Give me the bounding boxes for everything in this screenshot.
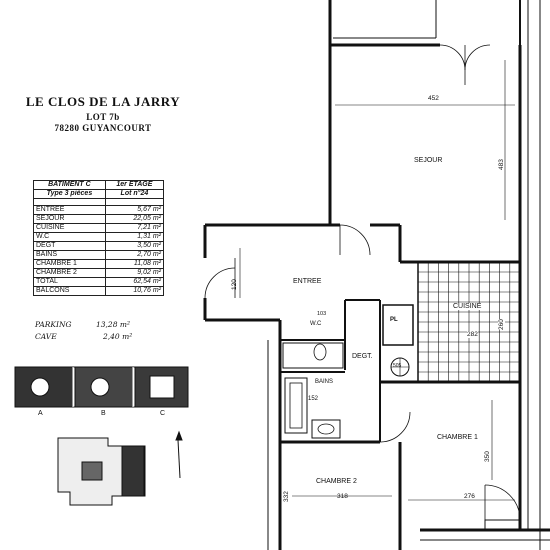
room-entree: ENTREE	[293, 278, 322, 285]
parking-label: PARKING	[35, 320, 72, 329]
dim-chambre2-height: 332	[283, 491, 290, 502]
dim-sejour-height: 483	[498, 159, 505, 170]
dim-wc-width: 103	[317, 311, 327, 317]
dim-chambre2-width: 318	[337, 493, 348, 500]
city-label: 78280 GUYANCOURT	[54, 123, 152, 133]
room-area-cell: 10,76 m²	[104, 286, 165, 296]
room-sejour: SEJOUR	[414, 157, 443, 164]
boiler-label: 505	[393, 363, 402, 369]
title-block: LE CLOS DE LA JARRY LOT 7b 78280 GUYANCO…	[18, 94, 188, 133]
key-plan-label-b: B	[101, 410, 106, 417]
dim-chambre1-width: 276	[464, 493, 475, 500]
room-wc: W.C	[310, 321, 322, 327]
project-title: LE CLOS DE LA JARRY	[25, 94, 181, 109]
lot-label: LOT 7b	[86, 112, 120, 122]
cave-value: 2,40 m²	[103, 332, 133, 341]
dim-entree-height: 120	[231, 279, 238, 290]
key-plan-label-a: A	[38, 410, 43, 417]
room-chambre-2: CHAMBRE 2	[316, 478, 357, 485]
room-pl: PL	[390, 317, 398, 323]
parking-value: 13,28 m²	[96, 320, 130, 329]
dim-sejour-width: 452	[428, 95, 439, 102]
dim-bains-height: 152	[308, 396, 319, 402]
room-chambre-1: CHAMBRE 1	[437, 434, 478, 441]
dim-chambre1-height: 350	[484, 451, 491, 462]
dim-cuisine-width: 282	[467, 331, 478, 338]
cave-label: CAVE	[35, 332, 57, 341]
room-cuisine: CUISINE	[452, 303, 483, 310]
key-plan-label-c: C	[160, 410, 166, 417]
room-degt: DEGT.	[352, 353, 373, 360]
surface-table: BATIMENT C 1er ETAGE Type 3 pièces Lot n…	[33, 180, 165, 296]
dim-cuisine-height: 260	[498, 319, 505, 330]
room-bains: BAINS	[315, 379, 334, 385]
